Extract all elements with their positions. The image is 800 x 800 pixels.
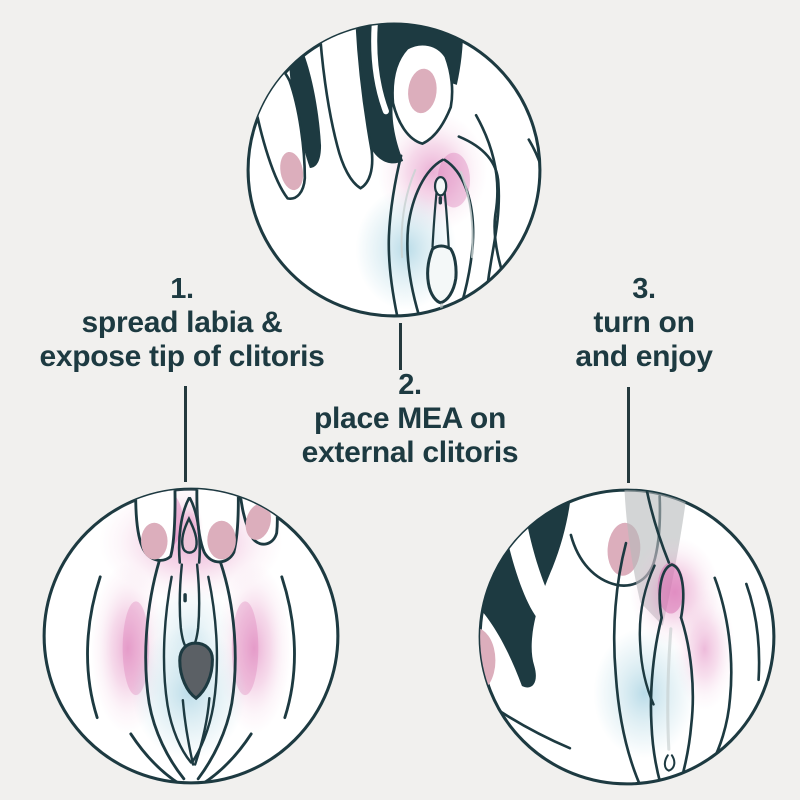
fingertip-blush <box>207 520 236 560</box>
step-2-label: 2. place MEA on external clitoris <box>260 368 560 470</box>
clitoris-glans <box>180 515 198 554</box>
device-bulb <box>426 244 458 305</box>
step-1-number: 1. <box>170 273 194 305</box>
vaginal-opening <box>178 641 214 701</box>
clitoris-detail <box>174 496 204 647</box>
step-3-text-line-2: and enjoy <box>575 340 713 373</box>
finger <box>317 24 374 190</box>
step-1-illustration <box>38 483 344 789</box>
device-loop <box>658 563 685 619</box>
step-3-text-line-1: turn on <box>593 306 695 339</box>
step-1-text-line-2: expose tip of clitoris <box>39 340 325 373</box>
vulva-frontal-view-two-fingers-spreading-icon <box>42 487 340 785</box>
blue-glow <box>593 627 696 759</box>
step-3-label: 3. turn on and enjoy <box>519 272 769 374</box>
step-1-label: 1. spread labia & expose tip of clitoris <box>7 272 357 374</box>
step-2-illustration <box>242 18 546 322</box>
step-2-text-line-2: external clitoris <box>301 436 519 469</box>
side-view-device-on-clitoris-turned-on-icon <box>478 488 776 786</box>
step-3-illustration <box>474 484 780 790</box>
fingertip-blush <box>245 503 271 540</box>
step-2-text-line-1: place MEA on <box>314 402 506 435</box>
vulva-outline <box>612 490 761 784</box>
step-2-number: 2. <box>398 369 422 401</box>
step-3-connector-line <box>627 387 630 483</box>
fingertip-blush <box>280 151 304 191</box>
fingertip-blush <box>141 522 168 560</box>
step-3-number: 3. <box>632 273 656 305</box>
hand-silhouette <box>249 24 464 200</box>
step-1-connector-line <box>184 386 187 482</box>
side-view-fingers-spreading-device-tip-placed-icon <box>246 22 542 318</box>
step-2-connector-line <box>399 323 402 370</box>
step-1-text-line-1: spread labia & <box>81 306 283 339</box>
fingertip-blush <box>408 68 437 114</box>
